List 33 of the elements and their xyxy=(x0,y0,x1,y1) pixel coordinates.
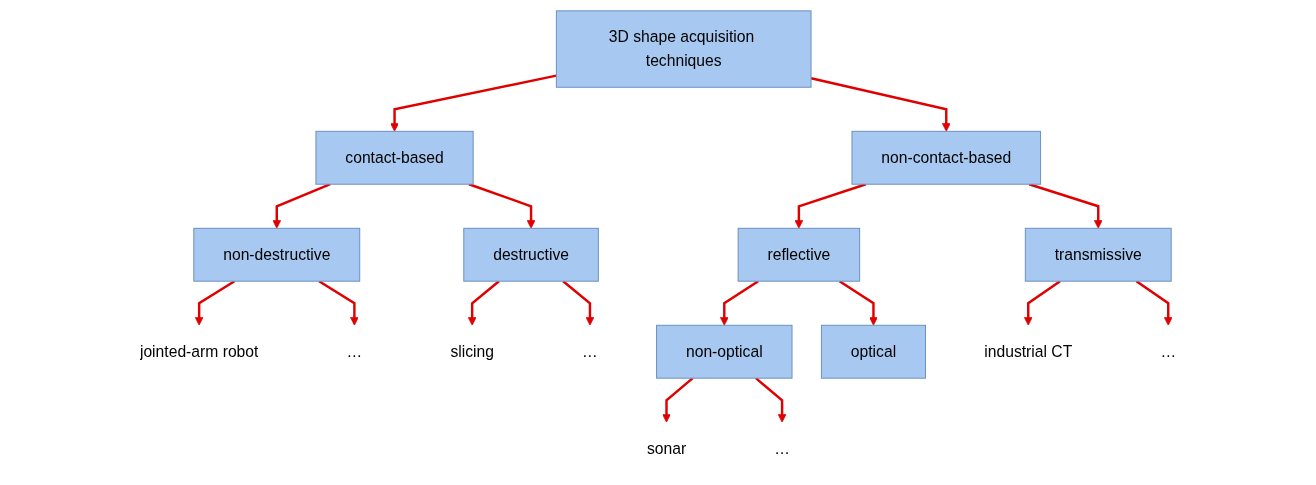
arrow xyxy=(562,279,595,326)
node-box: 3D shape acquisition techniques xyxy=(555,9,812,88)
node-text: slicing xyxy=(450,342,494,360)
arrow xyxy=(468,182,536,229)
arrow xyxy=(194,279,236,326)
node-text: … xyxy=(774,439,790,457)
arrow xyxy=(318,279,359,326)
node-text: sonar xyxy=(646,439,687,457)
arrow xyxy=(838,279,878,326)
arrow xyxy=(1028,182,1103,229)
node-box: transmissive xyxy=(1024,227,1172,282)
node-text: jointed-arm robot xyxy=(139,342,259,360)
arrow xyxy=(755,376,787,423)
arrow xyxy=(810,76,951,132)
arrow xyxy=(1023,279,1061,326)
node-box: non-optical xyxy=(656,324,793,379)
node-text: … xyxy=(582,342,598,360)
node-text: … xyxy=(1160,342,1177,360)
arrow xyxy=(720,279,759,326)
node-box: reflective xyxy=(737,227,861,282)
node-box: non-destructive xyxy=(193,227,361,282)
arrow xyxy=(272,182,331,229)
node-box: optical xyxy=(820,324,926,379)
arrow xyxy=(390,73,557,132)
node-box: contact-based xyxy=(315,130,474,185)
node-text: … xyxy=(346,342,363,360)
node-text: industrial CT xyxy=(984,342,1073,360)
arrow xyxy=(794,182,867,229)
arrow xyxy=(467,279,500,326)
node-box: destructive xyxy=(463,227,599,282)
arrow xyxy=(662,376,694,423)
arrow xyxy=(1135,279,1173,326)
node-box: non-contact-based xyxy=(851,130,1042,185)
